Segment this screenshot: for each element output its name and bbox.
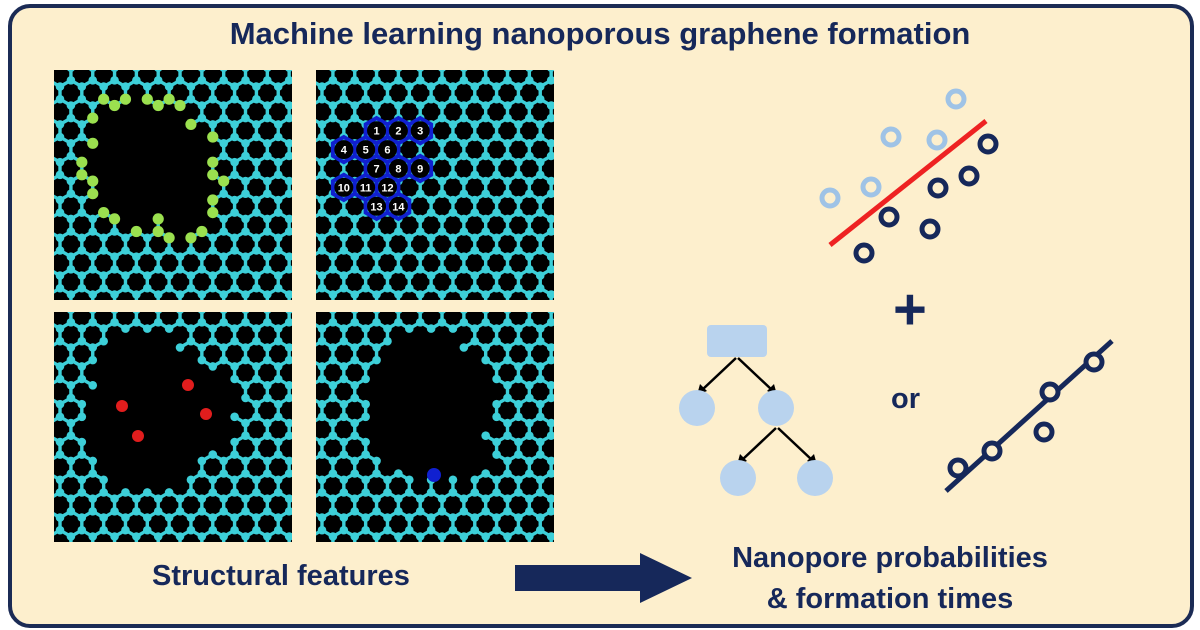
caption-predictions-line2: & formation times [766,583,1014,615]
fit-points [947,351,1105,479]
or-label: or [891,383,920,415]
ring-label: 10 [338,182,350,194]
ring-label: 7 [373,164,379,176]
tree-leaf-nodes [679,390,833,496]
caption-structural-features: Structural features [152,560,410,592]
graphene-lattice-defects [54,312,292,542]
panel-pore-edge-atoms [54,70,292,300]
ring-label: 2 [395,126,401,138]
ring-label: 4 [341,145,348,157]
carbon-atoms [317,70,554,299]
tree-arrowheads [697,384,817,465]
plus-sign: + [893,277,927,342]
ring-label: 12 [381,182,393,194]
graphene-lattice-pore-edge [54,70,292,300]
carbon-atoms [55,312,292,541]
caption-predictions: Nanopore probabilities & formation times [700,538,1080,620]
ring-label: 13 [370,201,382,213]
ring-label: 6 [384,145,390,157]
regression-points-light [819,88,967,209]
ring-label: 5 [363,145,369,157]
ring-label: 11 [360,182,372,194]
carbon-atoms [317,312,554,541]
tree-root-node [707,325,767,357]
ring-label: 1 [373,126,379,138]
panel-defect-atoms [54,312,292,542]
ring-label: 8 [395,164,401,176]
graphene-lattice-single-atom [316,312,554,542]
highlighted-single-atom [427,468,441,482]
tree-edges [701,357,813,461]
ring-label: 9 [417,164,423,176]
result-arrow [515,553,692,603]
pore-edge-atoms [76,93,230,244]
defect-atoms [116,379,212,442]
ring-label: 14 [392,201,405,213]
panel-single-atom [316,312,554,542]
regression-line [828,119,988,247]
ring-label: 3 [417,126,423,138]
regression-points-dark [853,133,999,264]
caption-predictions-line1: Nanopore probabilities [732,542,1048,574]
highlighted-ring-bonds [330,115,434,222]
figure-title: Machine learning nanoporous graphene for… [229,16,971,51]
